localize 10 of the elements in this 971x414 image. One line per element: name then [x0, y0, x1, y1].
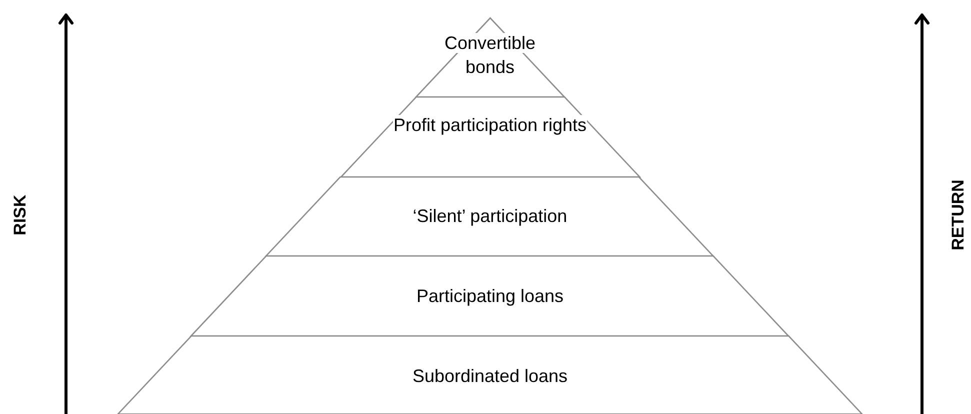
pyramid-tier — [340, 97, 640, 177]
axis-label: RISK — [10, 194, 30, 236]
axis-label: RETURN — [948, 180, 968, 250]
pyramid-apex — [416, 18, 564, 97]
pyramid-tier — [266, 177, 714, 256]
tier-label: Participating loans — [416, 286, 564, 306]
pyramid-tier — [191, 256, 789, 336]
tier-label: Profit participation rights — [393, 115, 587, 135]
tier-label: ‘Silent’ participation — [412, 206, 568, 226]
pyramid-tier — [118, 336, 862, 414]
